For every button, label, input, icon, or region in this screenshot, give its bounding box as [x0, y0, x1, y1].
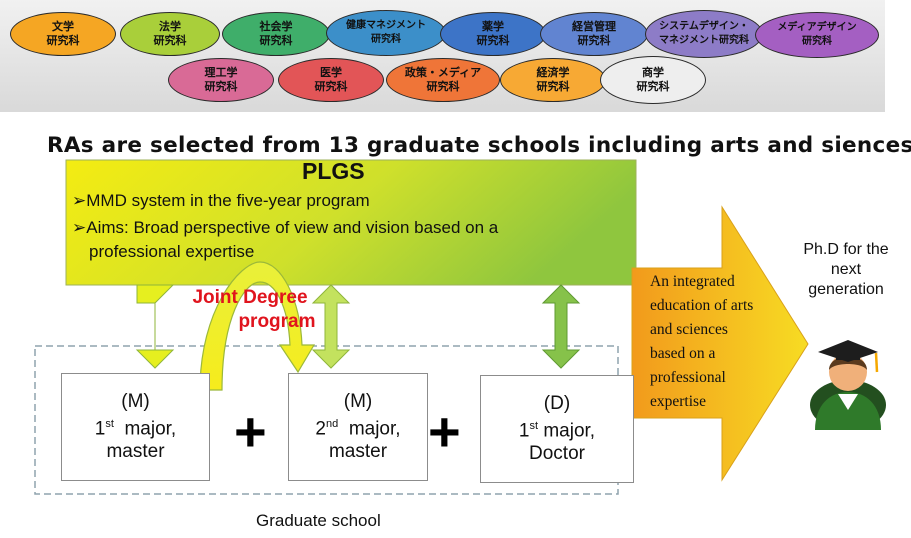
integrated-arrow: [631, 205, 809, 482]
box-tag: (D): [543, 393, 571, 415]
bullet-arrow-icon: ➢: [72, 191, 87, 210]
school-oval-top-6: 経営管理研究科: [540, 12, 648, 56]
integrated-line: expertise: [650, 393, 706, 410]
double-arrow-1: [135, 284, 175, 369]
school-oval-top-8: メディアデザイン研究科: [755, 12, 879, 58]
box-major-line: 2nd major,: [315, 418, 401, 440]
bullet-arrow-icon: ➢: [72, 218, 87, 237]
joint-degree-label: Joint Degree program: [181, 286, 319, 334]
phd-line: generation: [808, 281, 884, 298]
second-major-master-box: (M) 2nd major, master: [288, 373, 428, 481]
phd-text: Ph.D for the next generation: [790, 240, 902, 300]
box-degree: master: [106, 440, 165, 462]
school-oval-top-4: 健康マネジメント研究科: [326, 10, 446, 56]
plgs-bullet-2-line-1: Aims: Broad perspective of view and visi…: [86, 218, 499, 237]
phd-line: next: [830, 261, 862, 278]
integrated-line: professional: [650, 369, 726, 386]
plgs-bullet-1: ➢MMD system in the five-year program: [72, 191, 370, 211]
graduate-school-label: Graduate school: [256, 511, 381, 530]
school-oval-bottom-3: 政策・メディア研究科: [386, 58, 500, 102]
school-oval-bottom-2: 医学研究科: [278, 58, 384, 102]
integrated-line: An integrated: [650, 273, 735, 290]
plgs-bullet-1-text: MMD system in the five-year program: [86, 191, 370, 210]
joint-degree-line-1: Joint Degree: [192, 287, 308, 308]
plgs-title: PLGS: [302, 158, 365, 184]
plgs-bullet-2: ➢Aims: Broad perspective of view and vis…: [72, 216, 498, 264]
integrated-line: education of arts: [650, 297, 754, 314]
school-oval-bottom-5: 商学研究科: [600, 56, 706, 104]
box-major-line: 1st major,: [518, 420, 596, 442]
double-arrow-3: [541, 284, 581, 369]
integrated-line: based on a: [650, 345, 716, 362]
plus-sign-1: +: [234, 400, 267, 463]
school-oval-top-7: システムデザイン・マネジメント研究科: [645, 10, 763, 58]
school-oval-bottom-4: 経済学研究科: [500, 58, 606, 102]
joint-degree-line-2: program: [238, 311, 316, 332]
school-oval-top-1: 文学研究科: [10, 12, 116, 56]
box-degree: Doctor: [529, 442, 585, 464]
graduate-person-icon: [810, 340, 886, 430]
school-oval-top-2: 法学研究科: [120, 12, 220, 56]
plgs-bullet-2-line-2: professional expertise: [89, 242, 255, 261]
integrated-line: and sciences: [650, 321, 728, 338]
plus-sign-2: +: [428, 400, 461, 463]
headline: RAs are selected from 13 graduate school…: [47, 133, 911, 158]
first-major-doctor-box: (D) 1st major, Doctor: [480, 375, 634, 483]
first-major-master-box: (M) 1st major, master: [61, 373, 210, 481]
double-arrow-2: [311, 284, 351, 369]
box-tag: (M): [121, 391, 150, 413]
plgs-box: [65, 159, 637, 286]
joint-degree-arch: [199, 261, 316, 391]
box-tag: (M): [343, 391, 373, 413]
integrated-education-text: An integrated education of arts and scie…: [650, 270, 753, 414]
box-major-line: 1st major,: [94, 418, 177, 440]
box-degree: master: [328, 440, 388, 462]
school-oval-top-5: 薬学研究科: [440, 12, 546, 56]
school-oval-bottom-1: 理工学研究科: [168, 58, 274, 102]
phd-line: Ph.D for the: [803, 241, 889, 258]
